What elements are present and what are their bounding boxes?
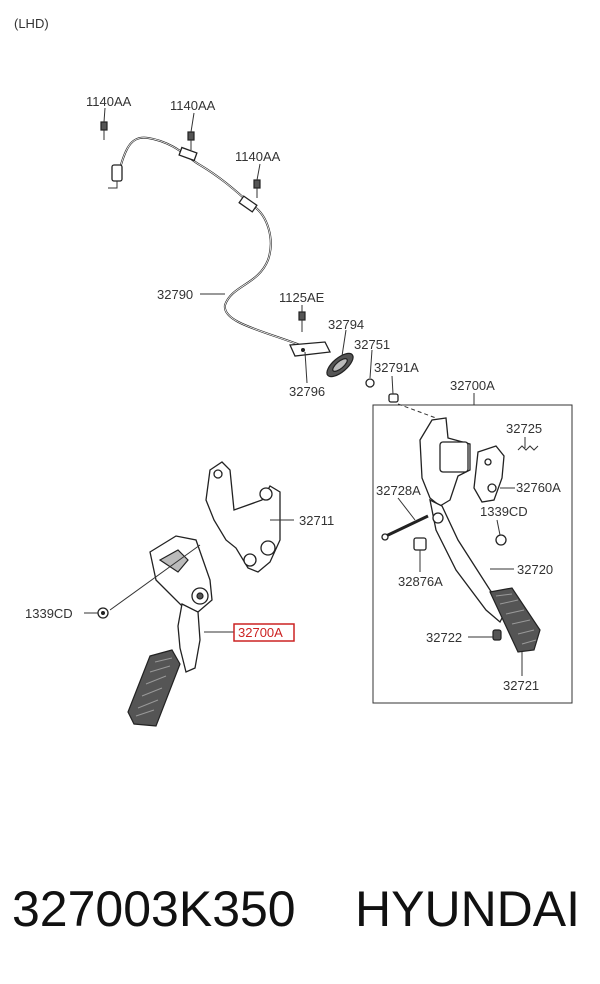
variant-label: (LHD) [14, 16, 49, 31]
washer-icon [432, 512, 444, 524]
callout-1339CD-box: 1339CD [480, 504, 528, 519]
accelerator-pedal-left [127, 535, 213, 727]
pedal-housing-exploded [419, 417, 471, 507]
nut-icon [365, 378, 375, 388]
pedal-pad-exploded [489, 587, 541, 653]
spring-icon [517, 445, 539, 451]
highlight-box [233, 623, 295, 642]
callout-32751: 32751 [354, 337, 390, 352]
bolt-icon [187, 131, 195, 150]
part-number: 327003K350 [12, 881, 296, 937]
callout-32728A: 32728A [376, 483, 421, 498]
exploded-view-box [372, 404, 573, 704]
bushing-icon [388, 393, 399, 403]
callout-32760A: 32760A [516, 480, 561, 495]
bracket-32760A [473, 445, 505, 503]
callout-1339CD-left: 1339CD [25, 606, 73, 621]
grommet [326, 352, 354, 378]
callout-32794: 32794 [328, 317, 364, 332]
callout-32790: 32790 [157, 287, 193, 302]
nut-icon [495, 534, 507, 546]
footer: 327003K350 HYUNDAI [12, 880, 588, 950]
pedal-bracket-32711 [205, 461, 281, 573]
leader-lines [84, 107, 526, 676]
callout-32721: 32721 [503, 678, 539, 693]
cable-bracket [289, 341, 331, 357]
callout-1140AA-b: 1140AA [170, 98, 216, 113]
callout-32722: 32722 [426, 630, 462, 645]
callout-32720: 32720 [517, 562, 553, 577]
callout-32796: 32796 [289, 384, 325, 399]
callout-32711: 32711 [299, 513, 334, 528]
callout-1140AA-a: 1140AA [86, 94, 132, 109]
accelerator-cable [108, 136, 301, 346]
bushing-icon [413, 537, 427, 551]
callout-32700A-box: 32700A [450, 378, 495, 393]
callout-1125AE: 1125AE [279, 290, 325, 305]
callout-32725: 32725 [506, 421, 542, 436]
callout-32876A: 32876A [398, 574, 443, 589]
callout-1140AA-c: 1140AA [235, 149, 281, 164]
brand-name: HYUNDAI [355, 881, 581, 937]
bolt-icon [100, 121, 108, 140]
bolt-icon [298, 311, 306, 332]
nut-icon [97, 607, 109, 619]
pin-icon [381, 514, 429, 541]
callout-32700A-highlight[interactable]: 32700A [238, 625, 283, 640]
stopper-icon [492, 629, 502, 641]
callout-32791A: 32791A [374, 360, 419, 375]
bolt-icon [253, 179, 261, 198]
